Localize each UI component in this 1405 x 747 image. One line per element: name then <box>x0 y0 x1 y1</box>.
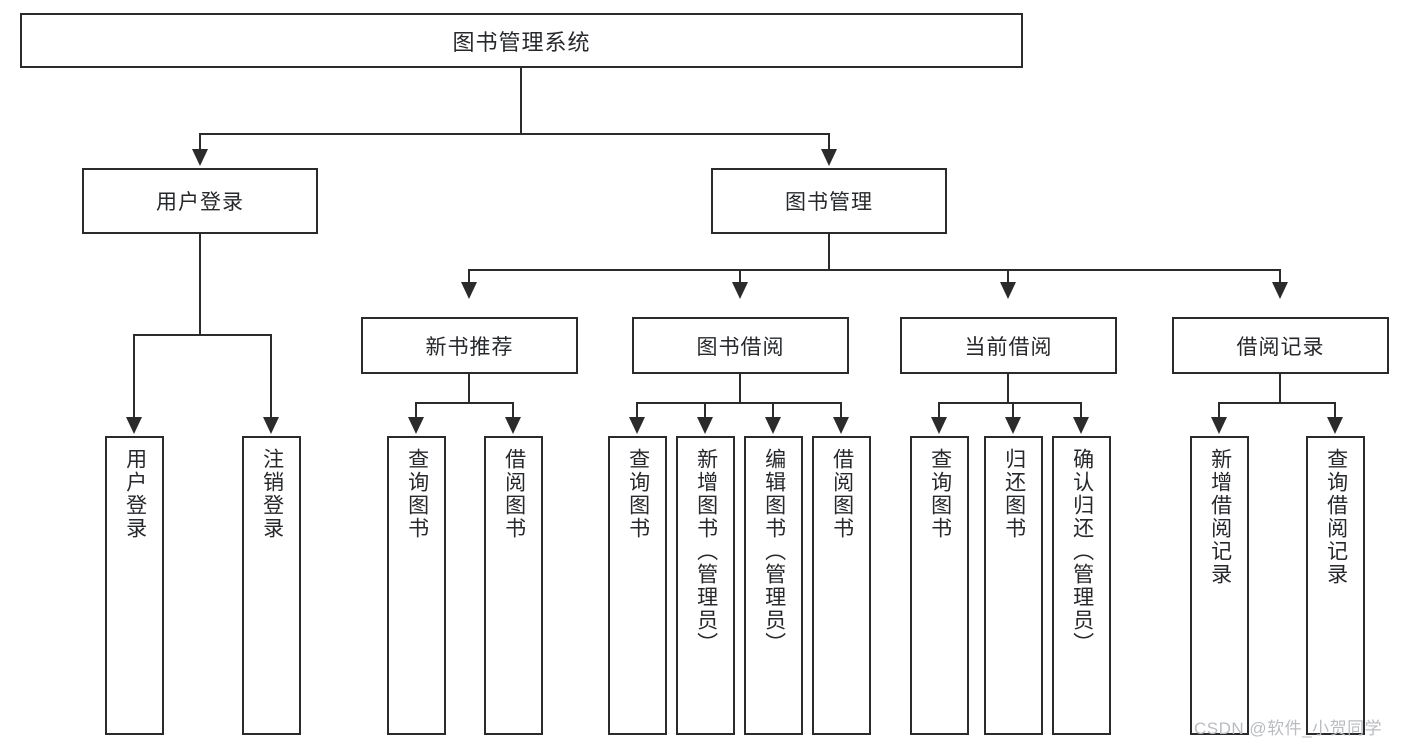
connector-to-new-book-recommend <box>468 269 470 284</box>
node-label: 确认归还（管理员） <box>1070 448 1094 655</box>
connector-to-leaf-logout-login <box>270 334 272 419</box>
connector-user-login-stem <box>199 234 201 334</box>
node-label: 归还图书 <box>1002 448 1026 540</box>
arrowhead-current-borrow <box>1000 282 1016 299</box>
node-label: 编辑图书（管理员） <box>762 448 786 655</box>
arrowhead-leaf-edit-book <box>765 417 781 434</box>
connector-book-management-stem <box>828 234 830 269</box>
node-leaf-edit-book[interactable]: 编辑图书（管理员） <box>744 436 803 735</box>
node-leaf-query-book-2[interactable]: 查询图书 <box>608 436 667 735</box>
node-label: 注销登录 <box>260 448 284 540</box>
node-leaf-user-login[interactable]: 用户登录 <box>105 436 164 735</box>
node-leaf-confirm-return[interactable]: 确认归还（管理员） <box>1052 436 1111 735</box>
node-label: 查询借阅记录 <box>1324 448 1348 586</box>
node-label: 新增借阅记录 <box>1208 448 1232 586</box>
arrowhead-borrow-record <box>1272 282 1288 299</box>
node-current-borrow[interactable]: 当前借阅 <box>900 317 1117 374</box>
arrowhead-new-book-recommend <box>461 282 477 299</box>
node-label: 图书管理系统 <box>452 29 591 55</box>
connector-root-to-user-login <box>199 133 201 151</box>
node-root-book-management-system[interactable]: 图书管理系统 <box>20 13 1023 68</box>
arrowhead-leaf-borrow-book-2 <box>833 417 849 434</box>
connector-book-borrow-bus <box>636 402 841 404</box>
arrowhead-leaf-query-book-3 <box>931 417 947 434</box>
arrowhead-leaf-add-book <box>697 417 713 434</box>
arrowhead-leaf-borrow-book-1 <box>505 417 521 434</box>
arrowhead-leaf-logout-login <box>263 417 279 434</box>
node-leaf-query-borrow-record[interactable]: 查询借阅记录 <box>1306 436 1365 735</box>
arrowhead-leaf-query-book-1 <box>408 417 424 434</box>
connector-root-to-book-management <box>828 133 830 151</box>
connector-to-current-borrow <box>1007 269 1009 284</box>
arrowhead-leaf-query-book-2 <box>629 417 645 434</box>
connector-to-leaf-edit-book <box>772 402 774 419</box>
node-label: 查询图书 <box>405 448 429 540</box>
connector-current-borrow-bus <box>938 402 1082 404</box>
arrowhead-leaf-confirm-return <box>1073 417 1089 434</box>
connector-to-leaf-query-book-1 <box>415 402 417 419</box>
node-label: 用户登录 <box>156 191 244 214</box>
connector-to-book-borrow <box>739 269 741 284</box>
node-label: 图书借阅 <box>696 335 785 359</box>
arrowhead-leaf-add-borrow-record <box>1211 417 1227 434</box>
arrowhead-user-login <box>192 149 208 166</box>
connector-book-management-bus <box>468 269 1281 271</box>
node-label: 新增图书（管理员） <box>694 448 718 655</box>
node-leaf-query-book-1[interactable]: 查询图书 <box>387 436 446 735</box>
connector-new-book-recommend-stem <box>468 374 470 402</box>
node-label: 借阅记录 <box>1236 335 1325 359</box>
connector-book-borrow-stem <box>739 374 741 402</box>
node-book-management[interactable]: 图书管理 <box>711 168 947 234</box>
arrowhead-book-management <box>821 149 837 166</box>
node-label: 当前借阅 <box>964 335 1053 359</box>
arrowhead-leaf-query-borrow-record <box>1327 417 1343 434</box>
node-leaf-return-book[interactable]: 归还图书 <box>984 436 1043 735</box>
connector-to-leaf-borrow-book-2 <box>840 402 842 419</box>
connector-to-leaf-query-book-2 <box>636 402 638 419</box>
node-leaf-logout-login[interactable]: 注销登录 <box>242 436 301 735</box>
node-label: 新书推荐 <box>425 335 514 359</box>
connector-user-login-bus <box>133 334 271 336</box>
node-label: 借阅图书 <box>830 448 854 540</box>
connector-to-leaf-add-book <box>704 402 706 419</box>
arrowhead-book-borrow <box>732 282 748 299</box>
connector-to-leaf-confirm-return <box>1080 402 1082 419</box>
connector-to-leaf-query-book-3 <box>938 402 940 419</box>
node-new-book-recommend[interactable]: 新书推荐 <box>361 317 578 374</box>
node-borrow-record[interactable]: 借阅记录 <box>1172 317 1389 374</box>
node-label: 借阅图书 <box>502 448 526 540</box>
connector-root-bus <box>199 133 830 135</box>
connector-borrow-record-bus <box>1218 402 1336 404</box>
connector-to-leaf-query-borrow-record <box>1334 402 1336 419</box>
node-leaf-query-book-3[interactable]: 查询图书 <box>910 436 969 735</box>
connector-borrow-record-stem <box>1279 374 1281 402</box>
node-label: 图书管理 <box>785 191 873 214</box>
node-leaf-borrow-book-2[interactable]: 借阅图书 <box>812 436 871 735</box>
arrowhead-leaf-user-login <box>126 417 142 434</box>
connector-to-borrow-record <box>1279 269 1281 284</box>
node-label: 查询图书 <box>626 448 650 540</box>
connector-to-leaf-user-login <box>133 334 135 419</box>
connector-to-leaf-add-borrow-record <box>1218 402 1220 419</box>
connector-new-book-recommend-bus <box>415 402 514 404</box>
node-user-login[interactable]: 用户登录 <box>82 168 318 234</box>
node-leaf-add-book[interactable]: 新增图书（管理员） <box>676 436 735 735</box>
node-book-borrow[interactable]: 图书借阅 <box>632 317 849 374</box>
node-leaf-borrow-book-1[interactable]: 借阅图书 <box>484 436 543 735</box>
node-label: 用户登录 <box>123 448 147 540</box>
connector-root-stem <box>520 68 522 133</box>
arrowhead-leaf-return-book <box>1005 417 1021 434</box>
connector-to-leaf-borrow-book-1 <box>512 402 514 419</box>
node-label: 查询图书 <box>928 448 952 540</box>
csdn-watermark: CSDN @软件_小贺同学 <box>1194 719 1383 738</box>
node-leaf-add-borrow-record[interactable]: 新增借阅记录 <box>1190 436 1249 735</box>
connector-to-leaf-return-book <box>1012 402 1014 419</box>
connector-current-borrow-stem <box>1007 374 1009 402</box>
